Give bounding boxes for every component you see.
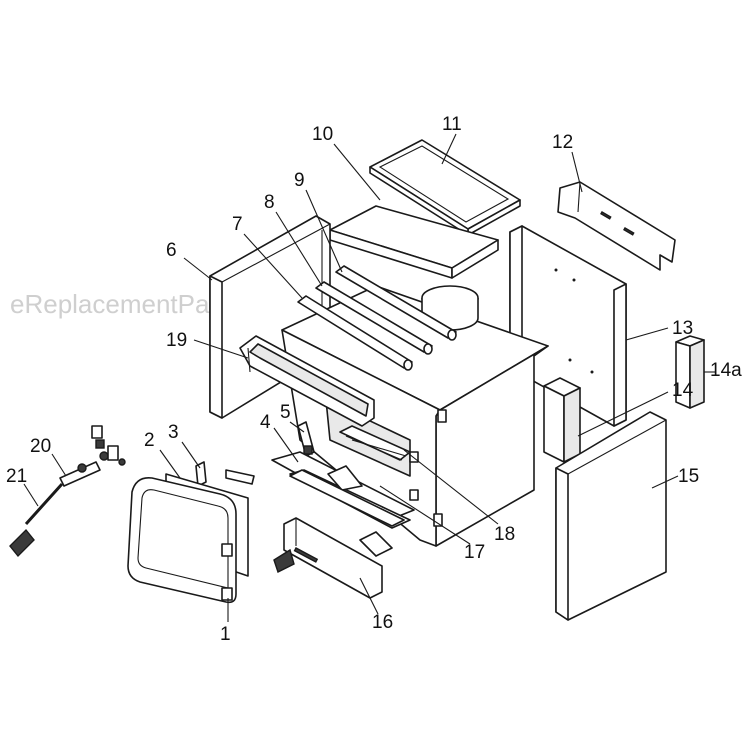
callout-1: 1 (220, 624, 231, 645)
part-16-handle (273, 548, 295, 573)
part-14a-firebrick (675, 335, 705, 409)
part-17-ash-pan (289, 469, 405, 557)
callout-labels: 1 2 3 4 5 6 7 8 9 10 11 12 13 14 14a 15 … (6, 114, 742, 645)
callout-15: 15 (678, 466, 699, 487)
callout-19: 19 (166, 330, 187, 351)
callout-14: 14 (672, 380, 694, 401)
part-14-firebrick (543, 377, 581, 463)
part-15-outer-side-panel (555, 411, 667, 621)
part-1-door (127, 476, 237, 604)
callout-18: 18 (494, 524, 515, 545)
part-19-door-frame (239, 335, 375, 427)
leader-lines (23, 133, 716, 622)
part-16-base-plate (283, 517, 383, 599)
callout-12: 12 (552, 132, 573, 153)
part-11-top-tray (369, 139, 521, 236)
callout-6: 6 (166, 240, 177, 261)
callout-14a: 14a (710, 360, 742, 381)
part-18-grate (339, 425, 411, 461)
part-7-air-tube (297, 295, 413, 371)
callout-16: 16 (372, 612, 393, 633)
part-21-rod-handle (9, 482, 64, 558)
callout-11: 11 (442, 114, 462, 135)
callout-3: 3 (168, 422, 179, 443)
callout-8: 8 (264, 192, 275, 213)
part-9-air-tube (335, 265, 457, 341)
callout-4: 4 (260, 412, 271, 433)
callout-20: 20 (30, 436, 51, 457)
callout-9: 9 (294, 170, 305, 191)
callout-5: 5 (280, 402, 291, 423)
firebox-body (281, 285, 549, 547)
callout-10: 10 (312, 124, 333, 145)
callout-2: 2 (144, 430, 155, 451)
part-20-handle-assembly (59, 425, 126, 487)
part-12-heat-shield-bracket (557, 181, 676, 271)
callout-7: 7 (232, 214, 243, 235)
callout-13: 13 (672, 318, 693, 339)
callout-21: 21 (6, 466, 27, 487)
callout-17: 17 (464, 542, 485, 563)
part-3-clip (195, 461, 255, 487)
